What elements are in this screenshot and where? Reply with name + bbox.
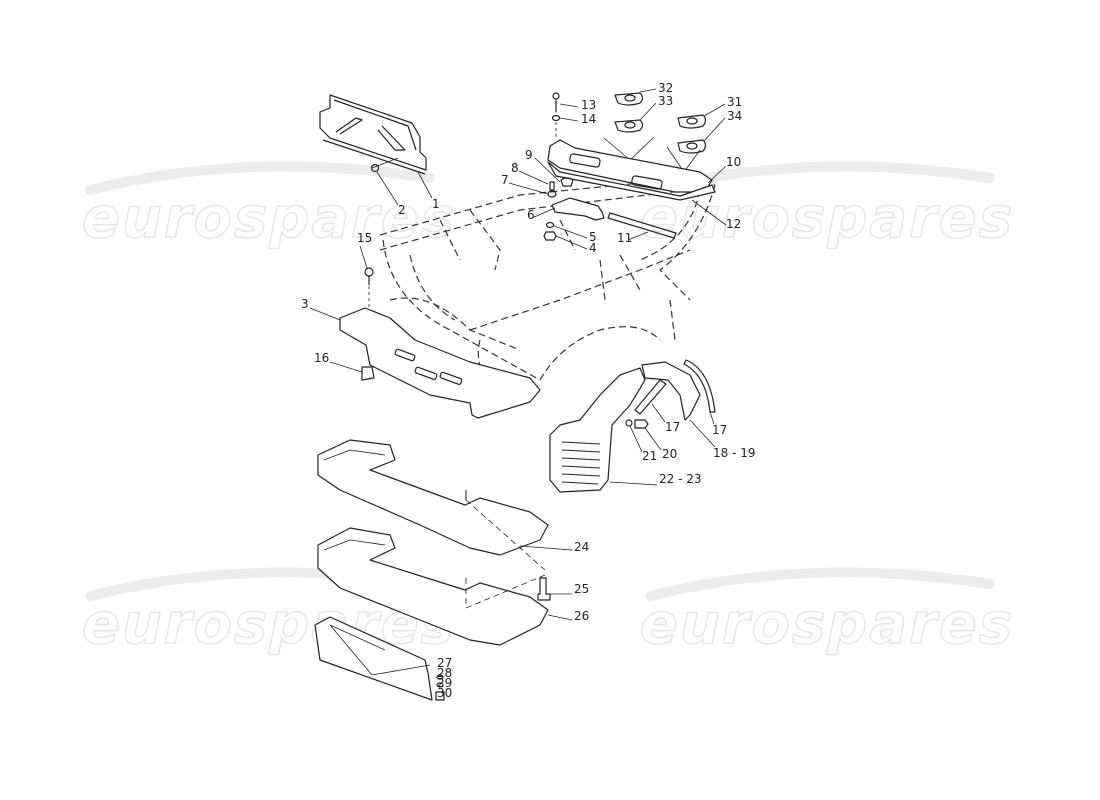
callout-20[interactable]: 20 bbox=[662, 447, 678, 461]
callout-17a[interactable]: 17 bbox=[665, 420, 681, 434]
callout-11[interactable]: 11 bbox=[617, 231, 633, 245]
part-14-washer bbox=[551, 114, 561, 122]
callout-2[interactable]: 2 bbox=[398, 203, 406, 217]
part-3-undertray bbox=[339, 307, 541, 419]
liner-vents bbox=[561, 441, 601, 485]
part-9-plug bbox=[560, 177, 574, 187]
callout-34[interactable]: 34 bbox=[727, 109, 743, 123]
callout-15[interactable]: 15 bbox=[357, 231, 373, 245]
part-24-spoiler bbox=[317, 439, 549, 556]
part-26-spoiler bbox=[317, 527, 549, 646]
callout-30[interactable]: 30 bbox=[437, 686, 453, 700]
callout-7[interactable]: 7 bbox=[501, 173, 509, 187]
callout-17b[interactable]: 17 bbox=[712, 423, 728, 437]
part-25-bolt bbox=[537, 577, 551, 601]
callout-29[interactable]: 29 bbox=[437, 676, 453, 690]
callout-1[interactable]: 1 bbox=[432, 197, 440, 211]
part-30-bolt bbox=[435, 691, 445, 701]
leader-2 bbox=[376, 171, 399, 206]
part-12-seal-strip bbox=[547, 161, 716, 201]
watermark: eurospares bbox=[639, 591, 1015, 658]
callout-9[interactable]: 9 bbox=[525, 148, 533, 162]
callout-4[interactable]: 4 bbox=[589, 241, 597, 255]
part-21-washer bbox=[625, 419, 633, 427]
part-6-bracket bbox=[551, 197, 605, 221]
callout-14[interactable]: 14 bbox=[581, 112, 597, 126]
callout-26[interactable]: 26 bbox=[574, 609, 590, 623]
callout-31[interactable]: 31 bbox=[727, 95, 743, 109]
callout-12[interactable]: 12 bbox=[726, 217, 742, 231]
callout-18-19[interactable]: 18 - 19 bbox=[713, 446, 756, 460]
part-22-23-wheel-arch-liner bbox=[549, 367, 646, 493]
part-13-screw bbox=[552, 92, 560, 112]
part-10-front-panel bbox=[547, 139, 713, 193]
part-5-washer bbox=[545, 221, 555, 229]
part-27-lower-guard bbox=[314, 616, 433, 701]
callout-3[interactable]: 3 bbox=[301, 297, 309, 311]
callout-5[interactable]: 5 bbox=[589, 230, 597, 244]
callout-33[interactable]: 33 bbox=[658, 94, 674, 108]
part-15-bolt bbox=[364, 267, 374, 285]
part-8-screw bbox=[549, 181, 555, 191]
watermark: eurospares bbox=[639, 185, 1015, 252]
pads bbox=[614, 92, 707, 154]
part-11-strip bbox=[607, 212, 677, 239]
callout-32[interactable]: 32 bbox=[658, 81, 674, 95]
part-17-strip bbox=[634, 379, 667, 415]
callout-27[interactable]: 27 bbox=[437, 656, 453, 670]
car-body-outline bbox=[379, 177, 716, 381]
part-2-nut bbox=[370, 163, 380, 173]
callout-24[interactable]: 24 bbox=[574, 540, 590, 554]
callout-16[interactable]: 16 bbox=[314, 351, 330, 365]
callout-25[interactable]: 25 bbox=[574, 582, 590, 596]
part-16-bushing bbox=[361, 366, 375, 381]
callout-10[interactable]: 10 bbox=[726, 155, 742, 169]
callout-6[interactable]: 6 bbox=[527, 208, 535, 222]
part-1-bracket bbox=[319, 94, 427, 175]
callout-8[interactable]: 8 bbox=[511, 161, 519, 175]
callout-28[interactable]: 28 bbox=[437, 666, 453, 680]
leader-1 bbox=[417, 171, 433, 199]
part-29-washer bbox=[436, 682, 444, 688]
callout-22-23[interactable]: 22 - 23 bbox=[659, 472, 702, 486]
part-18-19-inner-liner bbox=[641, 361, 701, 421]
part-28-washer bbox=[436, 674, 444, 680]
part-20-screw bbox=[634, 419, 649, 429]
part-17-strip-outer bbox=[683, 359, 716, 413]
callout-21[interactable]: 21 bbox=[642, 449, 658, 463]
part-4-nut bbox=[543, 231, 557, 241]
callout-13[interactable]: 13 bbox=[581, 98, 597, 112]
